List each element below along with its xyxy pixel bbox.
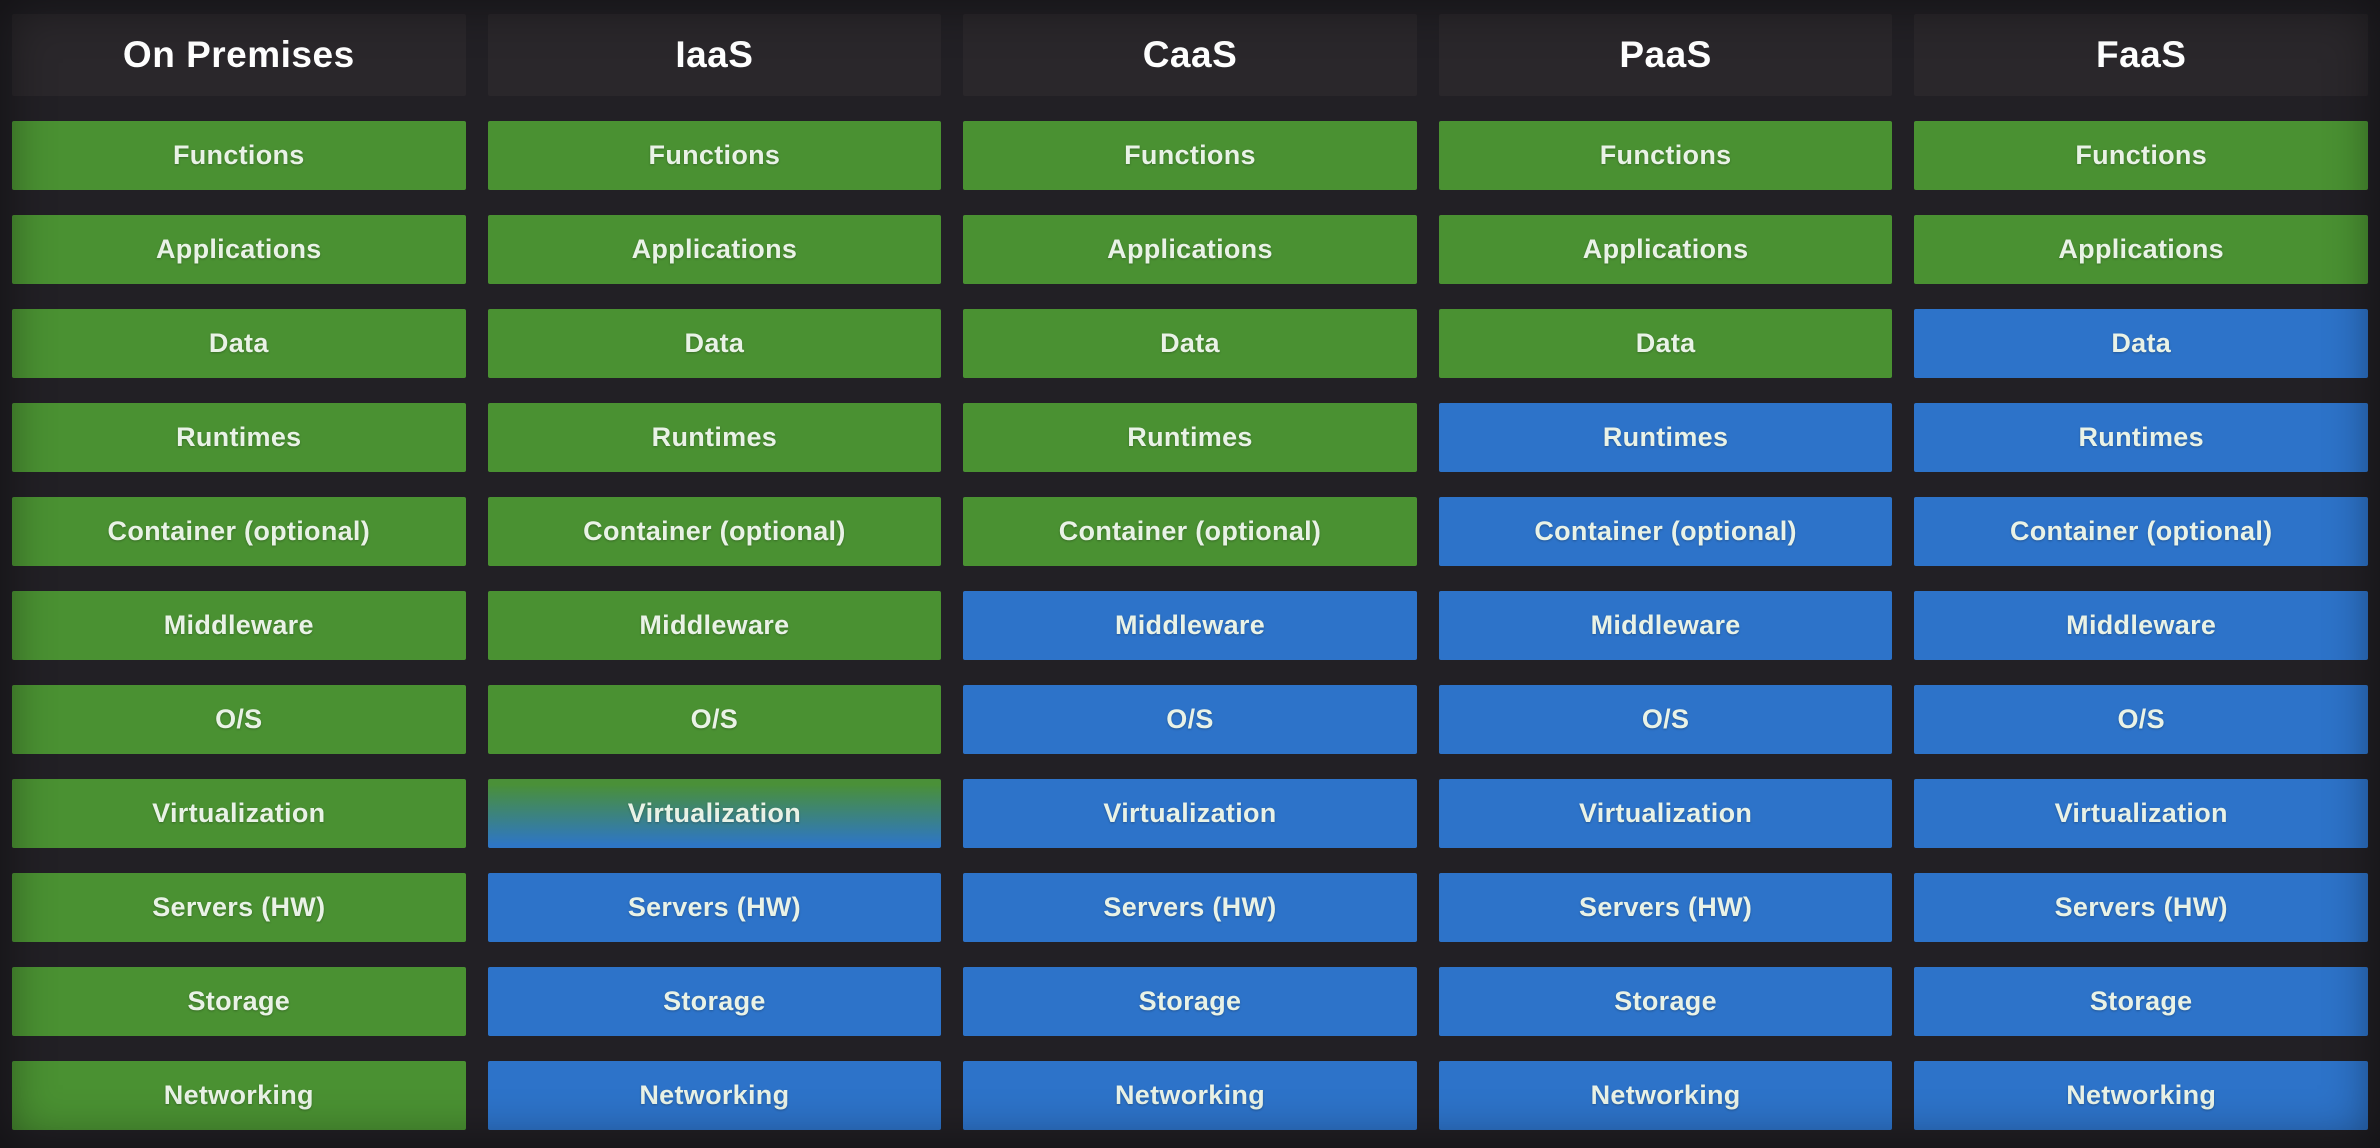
cell-faas-servers-hw: Servers (HW) [1914, 873, 2368, 942]
cell-faas-middleware: Middleware [1914, 591, 2368, 660]
cell-faas-data: Data [1914, 309, 2368, 378]
cell-on-premises-storage: Storage [12, 967, 466, 1036]
cell-paas-o-s: O/S [1438, 685, 1893, 754]
cell-caas-functions: Functions [963, 121, 1417, 190]
cell-faas-storage: Storage [1914, 967, 2368, 1036]
column-header-paas: PaaS [1438, 14, 1893, 96]
cell-on-premises-functions: Functions [12, 121, 466, 190]
cell-paas-functions: Functions [1438, 121, 1893, 190]
column-header-faas: FaaS [1914, 14, 2368, 96]
cell-faas-applications: Applications [1914, 215, 2368, 284]
cell-on-premises-networking: Networking [12, 1061, 466, 1130]
cell-caas-applications: Applications [963, 215, 1417, 284]
cell-caas-data: Data [963, 309, 1417, 378]
cell-iaas-data: Data [487, 309, 942, 378]
cell-faas-o-s: O/S [1914, 685, 2368, 754]
cell-iaas-o-s: O/S [487, 685, 942, 754]
cell-faas-runtimes: Runtimes [1914, 403, 2368, 472]
cell-paas-networking: Networking [1438, 1061, 1893, 1130]
cell-paas-data: Data [1438, 309, 1893, 378]
cell-on-premises-applications: Applications [12, 215, 466, 284]
cell-paas-runtimes: Runtimes [1438, 403, 1893, 472]
cell-on-premises-container-optional: Container (optional) [12, 497, 466, 566]
column-header-caas: CaaS [963, 14, 1417, 96]
cell-on-premises-virtualization: Virtualization [12, 779, 466, 848]
cell-on-premises-middleware: Middleware [12, 591, 466, 660]
cell-paas-applications: Applications [1438, 215, 1893, 284]
cell-iaas-container-optional: Container (optional) [487, 497, 942, 566]
cell-caas-networking: Networking [963, 1061, 1417, 1130]
cell-faas-networking: Networking [1914, 1061, 2368, 1130]
cell-faas-functions: Functions [1914, 121, 2368, 190]
cell-iaas-middleware: Middleware [487, 591, 942, 660]
cell-on-premises-servers-hw: Servers (HW) [12, 873, 466, 942]
cell-iaas-applications: Applications [487, 215, 942, 284]
cell-caas-container-optional: Container (optional) [963, 497, 1417, 566]
cell-iaas-virtualization: Virtualization [487, 779, 942, 848]
cell-on-premises-data: Data [12, 309, 466, 378]
cell-caas-o-s: O/S [963, 685, 1417, 754]
column-header-on-premises: On Premises [12, 14, 466, 96]
cell-iaas-storage: Storage [487, 967, 942, 1036]
cell-on-premises-o-s: O/S [12, 685, 466, 754]
cell-on-premises-runtimes: Runtimes [12, 403, 466, 472]
cell-iaas-runtimes: Runtimes [487, 403, 942, 472]
cell-paas-storage: Storage [1438, 967, 1893, 1036]
cell-faas-container-optional: Container (optional) [1914, 497, 2368, 566]
cell-iaas-functions: Functions [487, 121, 942, 190]
cell-caas-middleware: Middleware [963, 591, 1417, 660]
cell-paas-middleware: Middleware [1438, 591, 1893, 660]
cell-paas-container-optional: Container (optional) [1438, 497, 1893, 566]
cell-iaas-servers-hw: Servers (HW) [487, 873, 942, 942]
column-header-iaas: IaaS [487, 14, 942, 96]
cell-paas-virtualization: Virtualization [1438, 779, 1893, 848]
cell-caas-servers-hw: Servers (HW) [963, 873, 1417, 942]
cell-caas-runtimes: Runtimes [963, 403, 1417, 472]
cell-faas-virtualization: Virtualization [1914, 779, 2368, 848]
cell-paas-servers-hw: Servers (HW) [1438, 873, 1893, 942]
cell-caas-storage: Storage [963, 967, 1417, 1036]
cell-iaas-networking: Networking [487, 1061, 942, 1130]
cell-caas-virtualization: Virtualization [963, 779, 1417, 848]
